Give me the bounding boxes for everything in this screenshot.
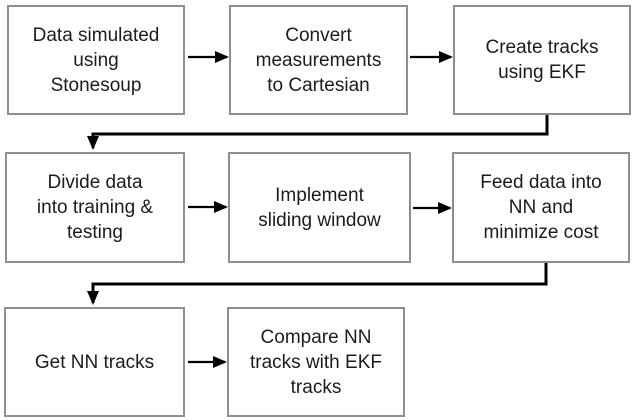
flow-node-label: Convert measurements to Cartesian	[255, 24, 382, 96]
flow-node-label: Implement sliding window	[258, 184, 381, 231]
arrow-create-tracks-to-divide-data	[87, 114, 549, 150]
flow-node-create-tracks-ekf: Create tracks using EKF	[453, 5, 631, 115]
flow-node-convert-measurements: Convert measurements to Cartesian	[229, 5, 408, 115]
flow-node-compare-tracks: Compare NN tracks with EKF tracks	[227, 307, 405, 417]
flow-node-label: Feed data into NN and minimize cost	[480, 172, 602, 243]
flow-node-divide-data: Divide data into training & testing	[5, 152, 185, 263]
flow-node-get-nn-tracks: Get NN tracks	[4, 307, 185, 417]
flow-node-sliding-window: Implement sliding window	[228, 152, 411, 263]
flow-node-feed-nn: Feed data into NN and minimize cost	[452, 152, 630, 263]
flow-node-label: Divide data into training & testing	[36, 172, 154, 243]
arrow-feed-nn-to-get-nn-tracks	[87, 261, 548, 305]
flow-node-data-simulated: Data simulated using Stonesoup	[7, 5, 185, 115]
flow-node-label: Create tracks using EKF	[485, 37, 599, 83]
flow-node-label: Data simulated using Stonesoup	[32, 24, 160, 96]
flow-node-label: Compare NN tracks with EKF tracks	[250, 326, 382, 398]
flow-node-label: Get NN tracks	[34, 351, 155, 373]
